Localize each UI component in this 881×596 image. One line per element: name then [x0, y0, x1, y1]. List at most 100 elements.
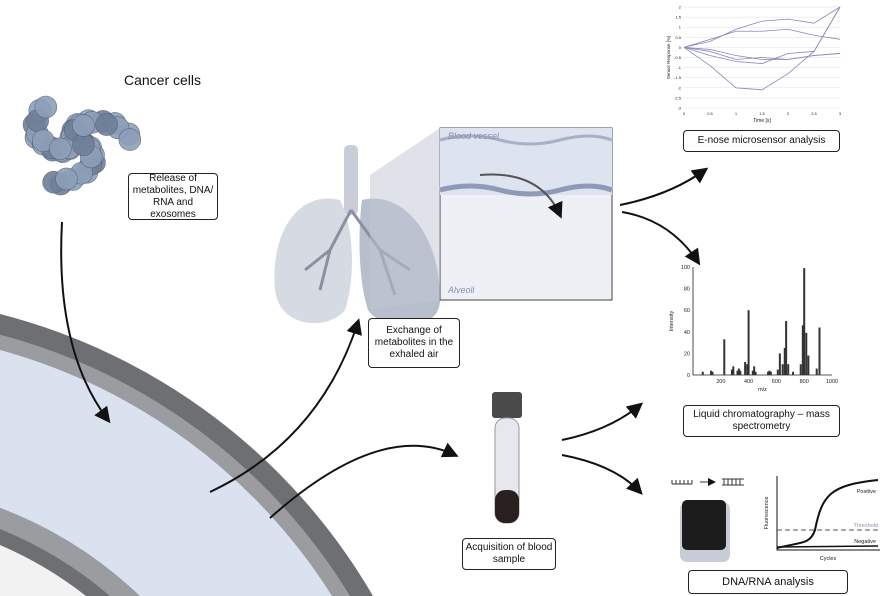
spectrum-bar: [783, 348, 786, 375]
spectrum-bar: [739, 370, 742, 375]
positive-curve: [776, 479, 879, 549]
x-tick-label: 200: [716, 379, 725, 385]
spectrum-bar: [723, 339, 726, 375]
flow-arrows: [60, 167, 709, 519]
y-tick-label: -2: [677, 85, 681, 90]
positive-label: Positive: [857, 489, 876, 495]
spectrum-bar: [805, 332, 808, 375]
cancer-cell: [34, 95, 58, 119]
spectrum-bar: [792, 371, 795, 375]
cancer-cell: [49, 137, 72, 161]
x-axis-label: m/z: [758, 387, 767, 393]
y-tick-label: 1: [679, 25, 682, 30]
y-tick-label: -2.5: [674, 95, 682, 100]
spectrum-bar: [807, 355, 810, 375]
sensor-series-line: [683, 6, 841, 48]
negative-curve: [776, 545, 879, 548]
spectrum-bar: [737, 368, 740, 375]
threshold-label: Threshold: [854, 523, 878, 529]
y-tick-label: -0.5: [674, 55, 682, 60]
blood-label-box: Acquisition of blood sample: [462, 538, 556, 570]
spectrum-bar: [732, 366, 735, 375]
blood-vessel-label: Blood vessel: [448, 131, 500, 141]
exchange-label-box: Exchange of metabolites in the exhaled a…: [368, 318, 460, 368]
blood-vessel: [0, 314, 373, 596]
y-tick-label: 80: [684, 287, 690, 293]
spectrum-bar: [710, 370, 713, 375]
enose-label-box: E-nose microsensor analysis: [683, 130, 840, 152]
spectrum-bar: [803, 268, 806, 375]
y-tick-label: 1.5: [675, 15, 681, 20]
spectrum-bar: [778, 353, 781, 375]
sensor-series-line: [683, 28, 841, 48]
spectrum-bar: [776, 369, 779, 375]
cancer-cell: [95, 113, 118, 136]
x-tick-label: 2.5: [811, 111, 817, 116]
blood-tube: [492, 392, 522, 524]
y-axis-label: Sensor Response [%]: [666, 36, 671, 80]
cancer-cell: [55, 167, 78, 191]
spectrum-bar: [801, 325, 804, 375]
spectrum-bar: [785, 321, 788, 375]
x-tick-label: 400: [744, 379, 753, 385]
dna-label-box: DNA/RNA analysis: [688, 570, 848, 594]
spectrum-bar: [747, 310, 750, 375]
axes: [692, 267, 832, 376]
cancer-cells-cluster: [22, 95, 142, 196]
x-tick-label: 0: [683, 111, 686, 116]
release-label-box: Release of metabolites, DNA/ RNA and exo…: [128, 173, 218, 220]
y-tick-label: 0: [687, 373, 690, 379]
x-tick-label: 600: [772, 379, 781, 385]
y-tick-label: 2: [679, 5, 682, 10]
y-tick-label: 20: [684, 351, 690, 357]
y-axis-label: Intensity: [669, 311, 675, 332]
spectrum-bar: [701, 371, 704, 375]
spectrum-bar: [818, 327, 821, 375]
y-tick-label: 100: [681, 265, 690, 271]
x-axis-label: Time [s]: [753, 118, 771, 124]
cancer-cell: [118, 128, 142, 151]
x-tick-label: 1: [735, 111, 738, 116]
sensor-series-line: [683, 6, 841, 64]
y-tick-label: 40: [684, 330, 690, 336]
y-tick-label: 0: [679, 45, 682, 50]
x-tick-label: 1000: [826, 379, 838, 385]
spectrum-bar: [754, 371, 757, 375]
spectrum-bar: [736, 370, 739, 375]
lcms-label-box: Liquid chromatography – mass spectrometr…: [683, 405, 840, 437]
x-axis-label: Cycles: [820, 556, 837, 562]
cancer-cell: [72, 133, 95, 157]
y-tick-label: -1.5: [674, 75, 682, 80]
spectrum-bar: [711, 371, 714, 375]
spectrum-bar: [730, 369, 733, 375]
cancer-cell: [72, 114, 95, 137]
x-tick-label: 800: [800, 379, 809, 385]
y-tick-label: 60: [684, 308, 690, 314]
y-tick-label: 0.5: [675, 35, 681, 40]
pcr-machine: [680, 500, 730, 562]
sensor-series-line: [683, 47, 841, 60]
spectrum-bar: [768, 370, 771, 375]
y-tick-label: -3: [677, 106, 681, 111]
cancer-cells-label: Cancer cells: [124, 72, 202, 88]
spectrum-bar: [799, 364, 802, 375]
x-tick-label: 2: [787, 111, 790, 116]
spectrum-bar: [769, 371, 772, 375]
spectrum-bar: [781, 364, 784, 375]
x-tick-label: 0.5: [707, 111, 713, 116]
spectrum-bar: [753, 366, 756, 375]
spectrum-bar: [751, 370, 754, 375]
alveoli-panel: [370, 127, 613, 310]
x-tick-label: 1.5: [759, 111, 765, 116]
spectrum-bar: [767, 371, 770, 375]
x-tick-label: 3: [839, 111, 842, 116]
alveoli-label: Alveoli: [448, 285, 475, 295]
negative-label: Negative: [854, 539, 876, 545]
dna-strand-icons: [671, 478, 744, 486]
sensor-series-line: [683, 6, 841, 91]
y-axis-label: Fluorescence: [764, 496, 770, 529]
spectrum-bar: [744, 362, 747, 375]
